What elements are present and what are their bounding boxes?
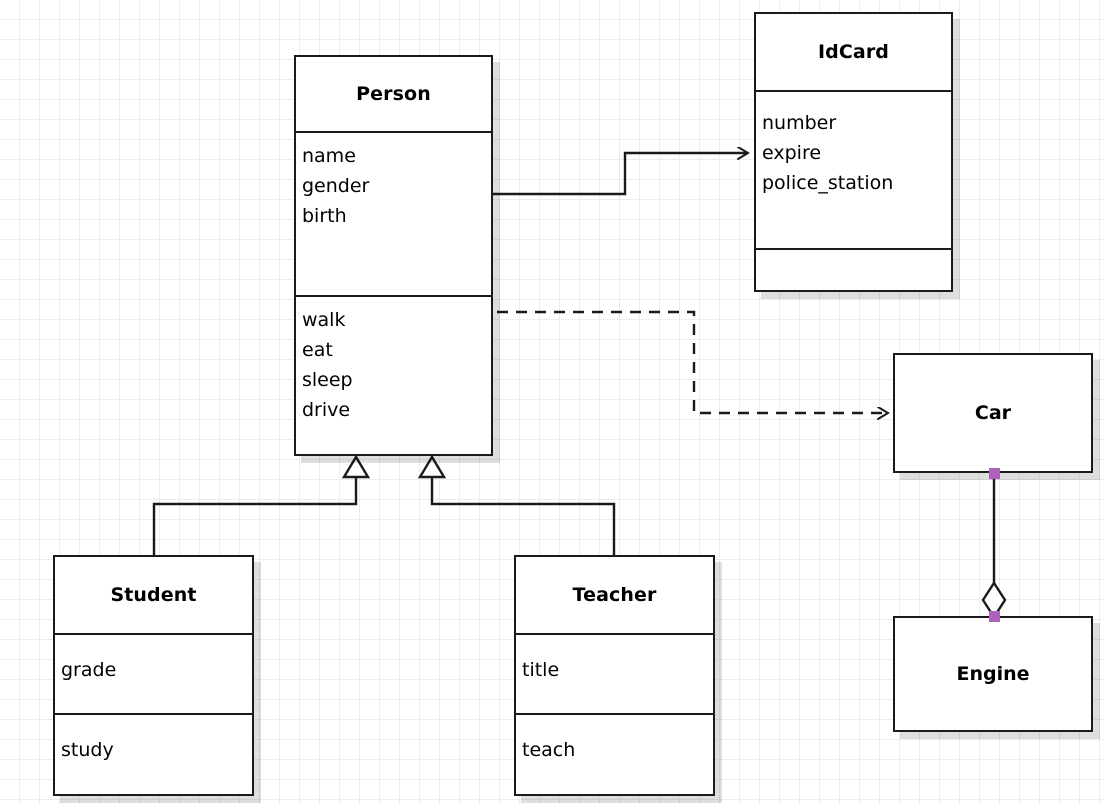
methods-student: study <box>55 713 252 794</box>
method-item: teach <box>522 739 576 761</box>
attribute-item: title <box>522 659 560 681</box>
methods-idcard <box>756 248 951 290</box>
attribute-item: gender <box>302 175 370 197</box>
class-box-student[interactable]: Student grade study <box>53 555 254 796</box>
connection-handle-engine-top[interactable] <box>989 611 1000 622</box>
attribute-item: number <box>762 112 837 134</box>
association-person-idcard[interactable] <box>493 153 748 196</box>
attribute-item: birth <box>302 205 347 227</box>
attribute-item: name <box>302 145 356 167</box>
attributes-person: name gender birth <box>296 131 491 295</box>
attributes-idcard: number expire police_station <box>756 90 951 248</box>
class-name-person: Person <box>356 83 431 105</box>
generalization-student-person[interactable] <box>152 454 371 555</box>
method-item: eat <box>302 339 333 361</box>
dependency-person-car[interactable] <box>497 310 888 413</box>
class-box-teacher[interactable]: Teacher title teach <box>514 555 715 796</box>
methods-teacher: teach <box>516 713 713 794</box>
attributes-teacher: title <box>516 633 713 713</box>
method-item: study <box>61 739 114 761</box>
attribute-item: grade <box>61 659 117 681</box>
class-name-teacher: Teacher <box>572 584 657 606</box>
class-box-person[interactable]: Person name gender birth walk eat sleep … <box>294 55 493 456</box>
class-box-engine[interactable]: Engine <box>893 616 1093 732</box>
aggregation-car-engine[interactable] <box>981 473 1007 620</box>
class-name-car: Car <box>974 402 1012 424</box>
class-box-car[interactable]: Car <box>893 353 1093 473</box>
method-item: drive <box>302 399 351 421</box>
method-item: walk <box>302 309 346 331</box>
attributes-student: grade <box>55 633 252 713</box>
class-box-idcard[interactable]: IdCard number expire police_station <box>754 12 953 292</box>
attribute-item: police_station <box>762 172 894 194</box>
connection-handle-car-bottom[interactable] <box>989 468 1000 479</box>
methods-person: walk eat sleep drive <box>296 295 491 454</box>
method-item: sleep <box>302 369 353 391</box>
class-name-student: Student <box>110 584 197 606</box>
generalization-teacher-person[interactable] <box>417 454 616 555</box>
attribute-item: expire <box>762 142 822 164</box>
class-name-idcard: IdCard <box>817 41 889 63</box>
class-name-engine: Engine <box>956 663 1030 685</box>
